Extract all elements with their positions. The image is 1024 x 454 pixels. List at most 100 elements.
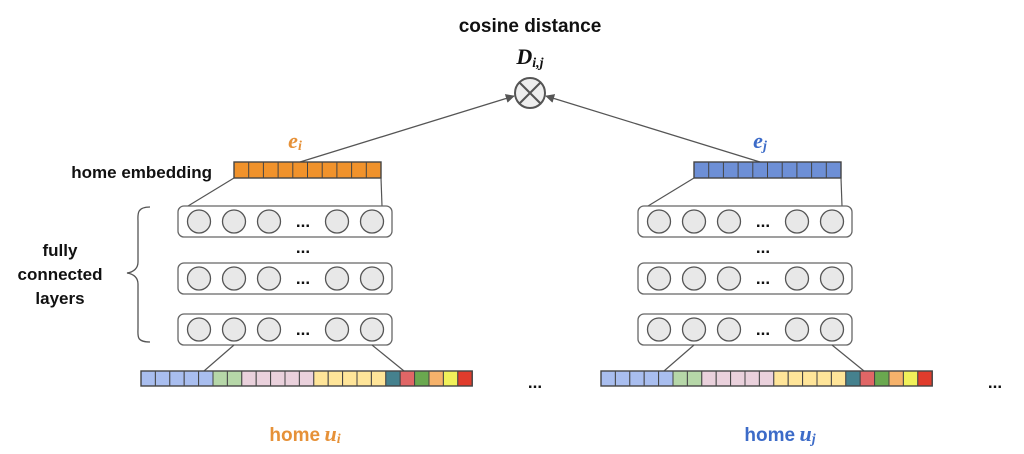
left-layer-ellipsis: ...: [296, 212, 310, 231]
left-neuron: [324, 317, 350, 342]
right-input-cell: [787, 370, 804, 387]
right-input-cell: [658, 370, 674, 387]
left-neuron: [256, 317, 282, 342]
left-input-vector: [140, 370, 473, 387]
right-embedding-symbol: ej: [753, 128, 767, 154]
left-input-cell: [442, 370, 459, 387]
left-input-cell: [313, 370, 329, 387]
left-input-cell: [327, 370, 344, 387]
right-input-cell: [730, 370, 746, 387]
left-neuron: [221, 317, 247, 342]
right-neuron: [646, 209, 672, 234]
left-neuron: [256, 266, 282, 291]
right-input-cell: [686, 370, 703, 387]
right-vertical-dots: ...: [756, 238, 770, 257]
right-neuron: [716, 317, 742, 342]
left-neuron: [186, 266, 212, 291]
left-neuron: [256, 209, 282, 234]
left-layer-ellipsis: ...: [296, 269, 310, 288]
right-neuron: [646, 266, 672, 291]
right-input-connector: [831, 344, 865, 372]
right-layer-ellipsis: ...: [756, 269, 770, 288]
distance-symbol: Di,j: [515, 44, 543, 71]
circled-times-icon: [514, 77, 546, 109]
right-input-cell: [744, 370, 760, 387]
fc-label-line3: layers: [35, 289, 84, 308]
left-input-cell: [183, 370, 200, 387]
right-input-cell: [830, 370, 847, 387]
right-input-cell: [643, 370, 660, 387]
right-neuron: [784, 317, 810, 342]
left-input-connector: [203, 344, 235, 372]
left-input-cell: [385, 370, 401, 387]
fc-brace: [126, 206, 151, 343]
right-embedding-connector: [647, 177, 695, 207]
left-input-cell: [414, 370, 430, 387]
left-neuron: [221, 209, 247, 234]
left-input-cell: [284, 370, 300, 387]
left-input-cell: [399, 370, 416, 387]
right-neuron: [681, 266, 707, 291]
right-neuron: [784, 266, 810, 291]
left-home-label: home ui: [269, 421, 340, 447]
right-input-cell: [715, 370, 732, 387]
left-input-cell: [241, 370, 257, 387]
left-neuron: [359, 317, 385, 342]
right-neuron: [819, 266, 845, 291]
left-input-cell: [356, 370, 372, 387]
right-tower: ............: [600, 161, 933, 387]
left-embedding-connector: [187, 177, 235, 207]
right-input-cell: [917, 370, 933, 387]
right-neuron: [681, 209, 707, 234]
right-input-cell: [758, 370, 775, 387]
right-home-label: home uj: [744, 421, 815, 447]
home-embedding-label: home embedding: [71, 163, 212, 182]
right-input-cell: [888, 370, 904, 387]
left-input-cell: [342, 370, 358, 387]
left-input-cell: [154, 370, 171, 387]
left-input-cell: [428, 370, 444, 387]
left-input-cell: [212, 370, 228, 387]
left-vertical-dots: ...: [296, 238, 310, 257]
left-input-cell: [457, 370, 473, 387]
left-input-cell: [270, 370, 286, 387]
right-neuron: [646, 317, 672, 342]
left-neuron: [359, 266, 385, 291]
left-neuron: [359, 209, 385, 234]
fc-label-line2: connected: [17, 265, 102, 284]
right-input-cell: [701, 370, 717, 387]
left-input-cell: [140, 370, 156, 387]
right-input-cell: [859, 370, 876, 387]
left-input-cell: [370, 370, 387, 387]
right-layer-ellipsis: ...: [756, 212, 770, 231]
left-input-cell: [169, 370, 185, 387]
right-input-cell: [614, 370, 631, 387]
right-input-cell: [902, 370, 919, 387]
right-neuron: [784, 209, 810, 234]
left-embedding-connector: [380, 177, 383, 207]
left-tower: ............: [140, 161, 473, 387]
left-neuron: [221, 266, 247, 291]
right-input-ellipsis: ...: [988, 373, 1002, 392]
left-input-cell: [298, 370, 315, 387]
right-input-connector: [663, 344, 695, 372]
left-neuron: [324, 266, 350, 291]
right-neuron: [819, 209, 845, 234]
right-arrow: [545, 94, 761, 163]
left-neuron: [186, 317, 212, 342]
right-neuron: [819, 317, 845, 342]
right-input-cell: [845, 370, 861, 387]
right-neuron: [681, 317, 707, 342]
right-layer-ellipsis: ...: [756, 320, 770, 339]
left-input-cell: [226, 370, 243, 387]
left-neuron: [186, 209, 212, 234]
right-neuron: [716, 266, 742, 291]
cosine-distance-label: cosine distance: [459, 16, 602, 37]
right-neuron: [716, 209, 742, 234]
right-input-vector: [600, 370, 933, 387]
left-input-cell: [255, 370, 272, 387]
right-input-cell: [874, 370, 890, 387]
left-input-connector: [371, 344, 405, 372]
left-arrow: [299, 94, 515, 163]
